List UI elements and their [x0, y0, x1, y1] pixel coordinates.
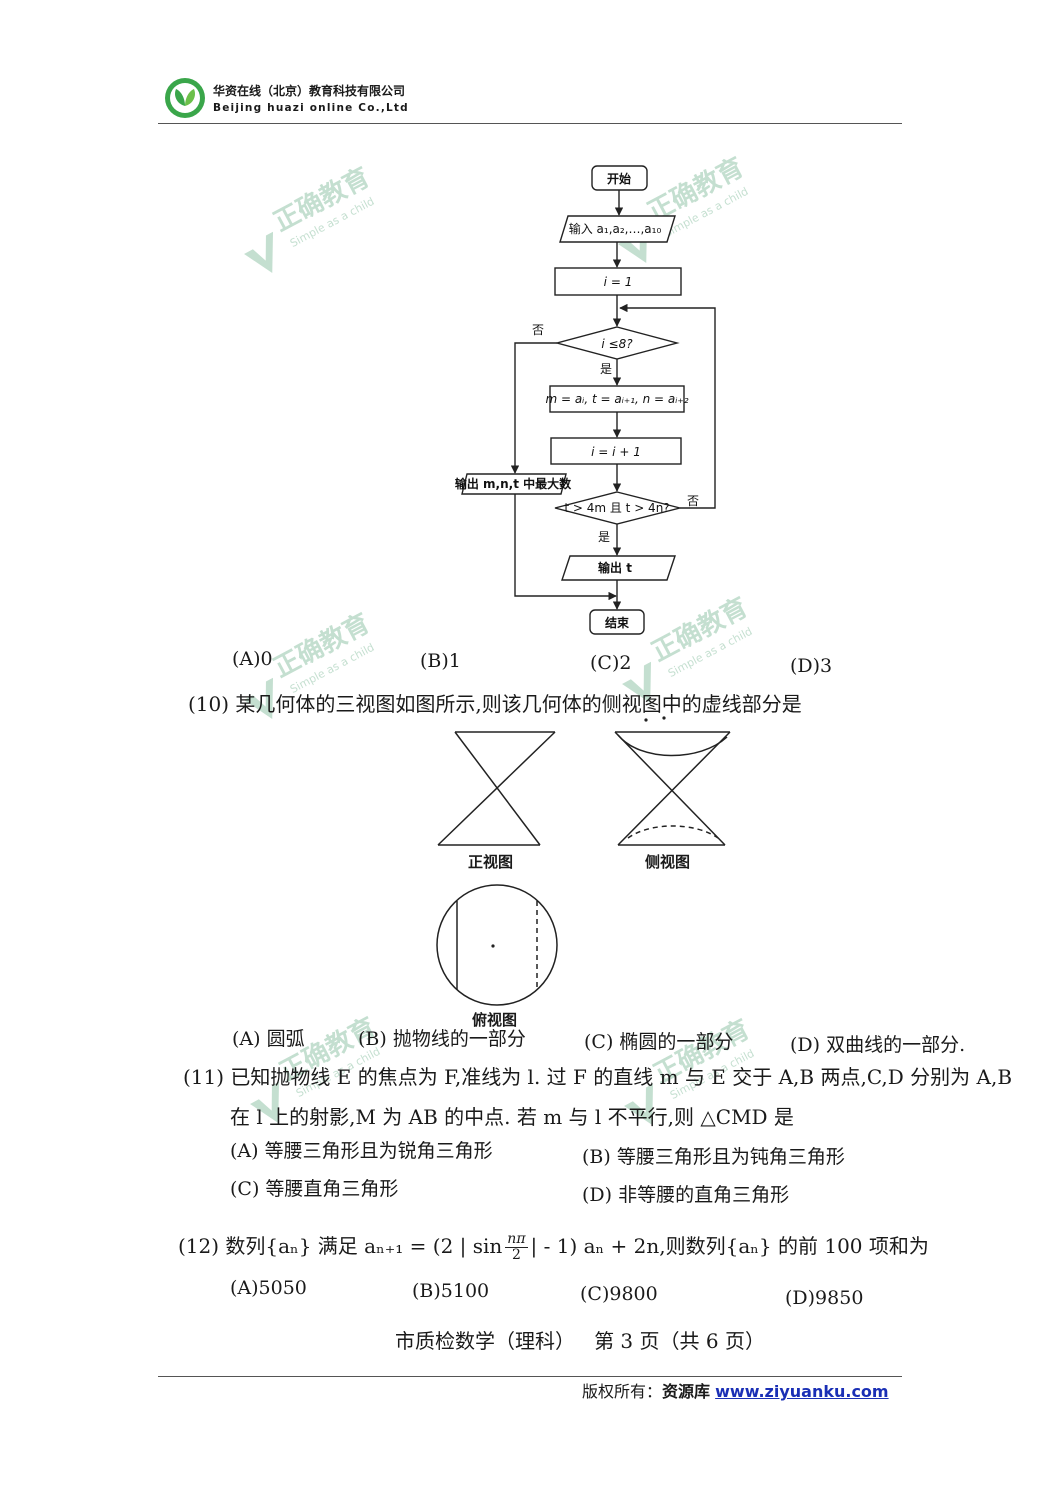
q12-option-b: (B)5100	[412, 1280, 490, 1302]
flow-condition-2-node	[554, 491, 681, 525]
flow-start-label: 开始	[607, 171, 631, 186]
side-view-label: 侧视图	[645, 853, 691, 871]
watermark: 正确教育 Simple as a child	[603, 136, 795, 282]
flow-end-node	[589, 609, 645, 635]
flow-increment-node	[550, 437, 682, 465]
q12-stem-before: (12) 数列{aₙ} 满足 aₙ₊₁ = (2 | sin	[178, 1234, 503, 1258]
flow-output-max-label: 输出 m,n,t 中最大数	[455, 476, 572, 491]
flow-assign-label: m = aᵢ, t = aᵢ₊₁, n = aᵢ₊₂	[545, 392, 688, 406]
watermark: 正确教育 Simple as a child	[609, 998, 801, 1144]
company-name-en: Beijing huazi online Co.,Ltd	[213, 102, 409, 114]
top-view-figure	[436, 884, 558, 1006]
flow-condition-1-node	[554, 326, 680, 360]
q12-fraction-denominator: 2	[511, 1247, 521, 1263]
flow-assign-node	[549, 385, 685, 413]
watermark-check-icon	[244, 677, 274, 719]
watermark: 正确教育 Simple as a child	[229, 146, 421, 292]
q10-stem: (10) 某几何体的三视图如图所示,则该几何体的侧视图中的虚线部分是	[188, 692, 802, 716]
flowchart-labels: 开始 输入 a₁,a₂,…,a₁₀ i = 1 i ≤8? 否 是 m = aᵢ…	[455, 171, 699, 630]
q12-option-d: (D)9850	[785, 1287, 864, 1309]
top-view-circle	[436, 884, 558, 1006]
watermark-check-icon	[622, 661, 652, 703]
flow-no-label: 否	[687, 494, 699, 508]
flow-output-max-node	[461, 473, 567, 495]
side-view-dashed-curve	[627, 825, 719, 839]
q9-option-d: (D)3	[790, 655, 833, 677]
q12-fraction-numerator: nπ	[505, 1231, 528, 1248]
side-view-figure	[614, 716, 731, 846]
company-logo	[165, 78, 205, 118]
q10-option-c: (C) 椭圆的一部分	[584, 1031, 734, 1053]
side-view-dot	[662, 716, 666, 720]
watermark: 正确教育 Simple as a child	[235, 996, 427, 1142]
flow-no-branch-arrow	[510, 342, 557, 474]
header-divider	[158, 123, 902, 124]
q12-stem-after: | - 1) aₙ + 2n,则数列{aₙ} 的前 100 项和为	[530, 1234, 929, 1258]
q9-option-c: (C)2	[590, 652, 632, 674]
watermark-check-icon	[624, 1083, 654, 1125]
footer-divider	[158, 1376, 902, 1377]
front-view-figure	[437, 731, 556, 846]
side-view-dot	[644, 718, 648, 722]
q11-stem-line2: 在 l 上的射影,M 为 AB 的中点. 若 m 与 l 不平行,则 △CMD …	[230, 1105, 794, 1129]
flow-init-node	[554, 267, 682, 296]
flow-end-label: 结束	[605, 615, 630, 630]
watermark: 正确教育 Simple as a child	[229, 592, 421, 738]
copyright-site-name: 资源库	[662, 1382, 711, 1401]
flow-increment-label: i = i + 1	[591, 445, 641, 459]
q11-option-c: (C) 等腰直角三角形	[230, 1178, 399, 1200]
flow-condition-1-label: i ≤8?	[601, 337, 633, 351]
q11-stem-line1: (11) 已知抛物线 E 的焦点为 F,准线为 l. 过 F 的直线 m 与 E…	[183, 1065, 1013, 1089]
watermark-check-icon	[244, 231, 274, 273]
watermark-check-icon	[618, 221, 648, 263]
watermark-check-icon	[250, 1081, 280, 1123]
side-view-diagonal	[614, 731, 726, 846]
watermark: 正确教育 Simple as a child	[607, 576, 799, 722]
flow-output-t-label: 输出 t	[598, 560, 632, 575]
side-view-diagonal	[617, 731, 731, 846]
flow-output-t-node	[561, 555, 676, 581]
flow-no-label: 否	[532, 323, 544, 337]
flow-yes-label: 是	[598, 530, 610, 544]
q11-option-a: (A) 等腰三角形且为锐角三角形	[230, 1140, 493, 1162]
copyright-url-link[interactable]: www.ziyuanku.com	[715, 1382, 889, 1401]
q10-option-d: (D) 双曲线的一部分.	[790, 1034, 966, 1056]
copyright-line: 版权所有：资源库 www.ziyuanku.com	[582, 1384, 889, 1400]
front-view-label: 正视图	[468, 853, 514, 871]
front-view-diagonal	[437, 731, 556, 846]
q10-option-b: (B) 抛物线的一部分	[358, 1028, 526, 1050]
flow-input-label: 输入 a₁,a₂,…,a₁₀	[569, 221, 662, 236]
page-number-info: 市质检数学（理科） 第 3 页（共 6 页）	[395, 1329, 765, 1353]
top-view-label: 俯视图	[472, 1011, 518, 1029]
q9-option-b: (B)1	[420, 650, 461, 672]
top-view-center-dot	[491, 944, 495, 948]
logo-leaf-right	[185, 89, 195, 106]
flow-merge-arrow	[514, 494, 617, 601]
q10-option-a: (A) 圆弧	[232, 1028, 305, 1050]
copyright-label: 版权所有：	[582, 1382, 663, 1401]
flow-init-label: i = 1	[604, 275, 633, 289]
q9-option-a: (A)0	[232, 648, 273, 670]
q11-option-d: (D) 非等腰的直角三角形	[582, 1184, 790, 1206]
flow-loop-back-arrow	[619, 303, 716, 509]
flow-input-node	[559, 215, 676, 243]
flow-yes-label: 是	[600, 362, 612, 376]
q11-option-b: (B) 等腰三角形且为钝角三角形	[582, 1146, 845, 1168]
flow-condition-2-label: t > 4m 且 t > 4n?	[564, 501, 669, 515]
company-name-cn: 华资在线（北京）教育科技有限公司	[213, 84, 406, 98]
side-view-solid-curve	[617, 734, 728, 757]
q12-option-c: (C)9800	[580, 1283, 658, 1305]
flow-start-node	[591, 165, 648, 191]
flowchart	[461, 165, 716, 635]
logo-leaf-left	[175, 89, 185, 106]
q12-option-a: (A)5050	[230, 1277, 307, 1299]
